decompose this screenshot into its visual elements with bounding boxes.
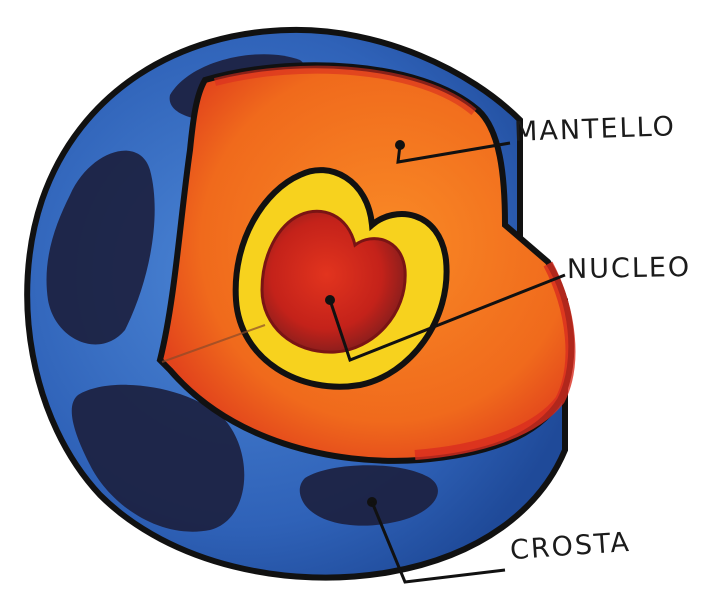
nucleo-label: NUCLEO — [567, 252, 692, 285]
mantello-label: MANTELLO — [514, 111, 677, 148]
